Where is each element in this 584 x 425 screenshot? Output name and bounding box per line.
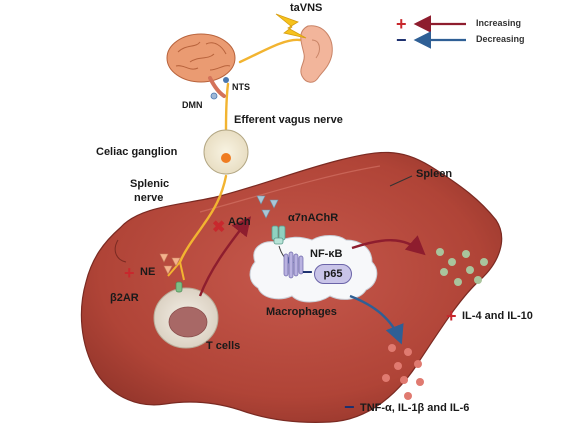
ne-plus-sign: +: [124, 263, 135, 283]
ach-release-arrow: [198, 216, 251, 297]
ach-label: ACh: [228, 216, 251, 228]
pro-inflammatory-cytokines: [382, 344, 424, 400]
legend-increasing-sign: +: [396, 14, 407, 34]
anti-inflammatory-arrow: [351, 235, 426, 256]
spleen-notch: [114, 239, 127, 263]
nfkb-complex-icon: [283, 251, 304, 279]
pro-inflammatory-arrow: [349, 294, 404, 345]
macrophages-label: Macrophages: [266, 306, 337, 318]
tavns-label: taVNS: [290, 2, 323, 14]
il4-il10-label: IL-4 and IL-10: [462, 310, 533, 322]
ear-icon: [300, 25, 333, 83]
ne-molecules: [159, 253, 181, 275]
p65-minus-sign: −: [302, 262, 313, 282]
ach-cross-sign: ✖: [212, 219, 226, 236]
tnf-il1-il6-label: TNF-α, IL-1β and IL-6: [360, 402, 470, 414]
celiac-ganglion-label: Celiac ganglion: [96, 146, 178, 158]
legend-decreasing-sign: −: [396, 30, 407, 50]
stimulation-bolt-icon: [275, 13, 307, 39]
dmn-label: DMN: [182, 100, 203, 110]
celiac-ganglion-dot: [221, 153, 231, 163]
splenic-nerve-label-line1: Splenic: [130, 178, 170, 190]
p65-badge: p65: [314, 264, 352, 284]
celiac-ganglion: [203, 129, 249, 175]
ne-label: NE: [140, 266, 156, 278]
nfkb-label: NF-κB: [310, 248, 343, 260]
brain-icon: [166, 33, 236, 100]
splenic-nerve-branch: [167, 261, 185, 281]
legend-increasing-label: Increasing: [476, 18, 522, 28]
t-cells-label: T cells: [206, 340, 241, 352]
ach-molecules: [256, 195, 279, 219]
vagus-nerve-line: [178, 38, 302, 264]
spleen-pointer: [389, 175, 413, 187]
nts-label: NTS: [232, 82, 250, 92]
a7nachr-receptor: [271, 225, 286, 245]
legend-decreasing-label: Decreasing: [476, 34, 525, 44]
efferent-vagus-label: Efferent vagus nerve: [234, 114, 343, 126]
b2ar-label: β2AR: [110, 292, 139, 304]
a7nachr-label: α7nAChR: [288, 212, 339, 224]
il4-plus-sign: +: [446, 306, 457, 326]
spleen-label: Spleen: [416, 168, 453, 180]
tnf-minus-sign: −: [344, 397, 355, 417]
splenic-nerve-label-line2: nerve: [134, 192, 164, 204]
anti-inflammatory-cytokines: [436, 248, 488, 286]
t-cell: [153, 281, 219, 349]
spleen-edge-highlight: [199, 165, 381, 213]
